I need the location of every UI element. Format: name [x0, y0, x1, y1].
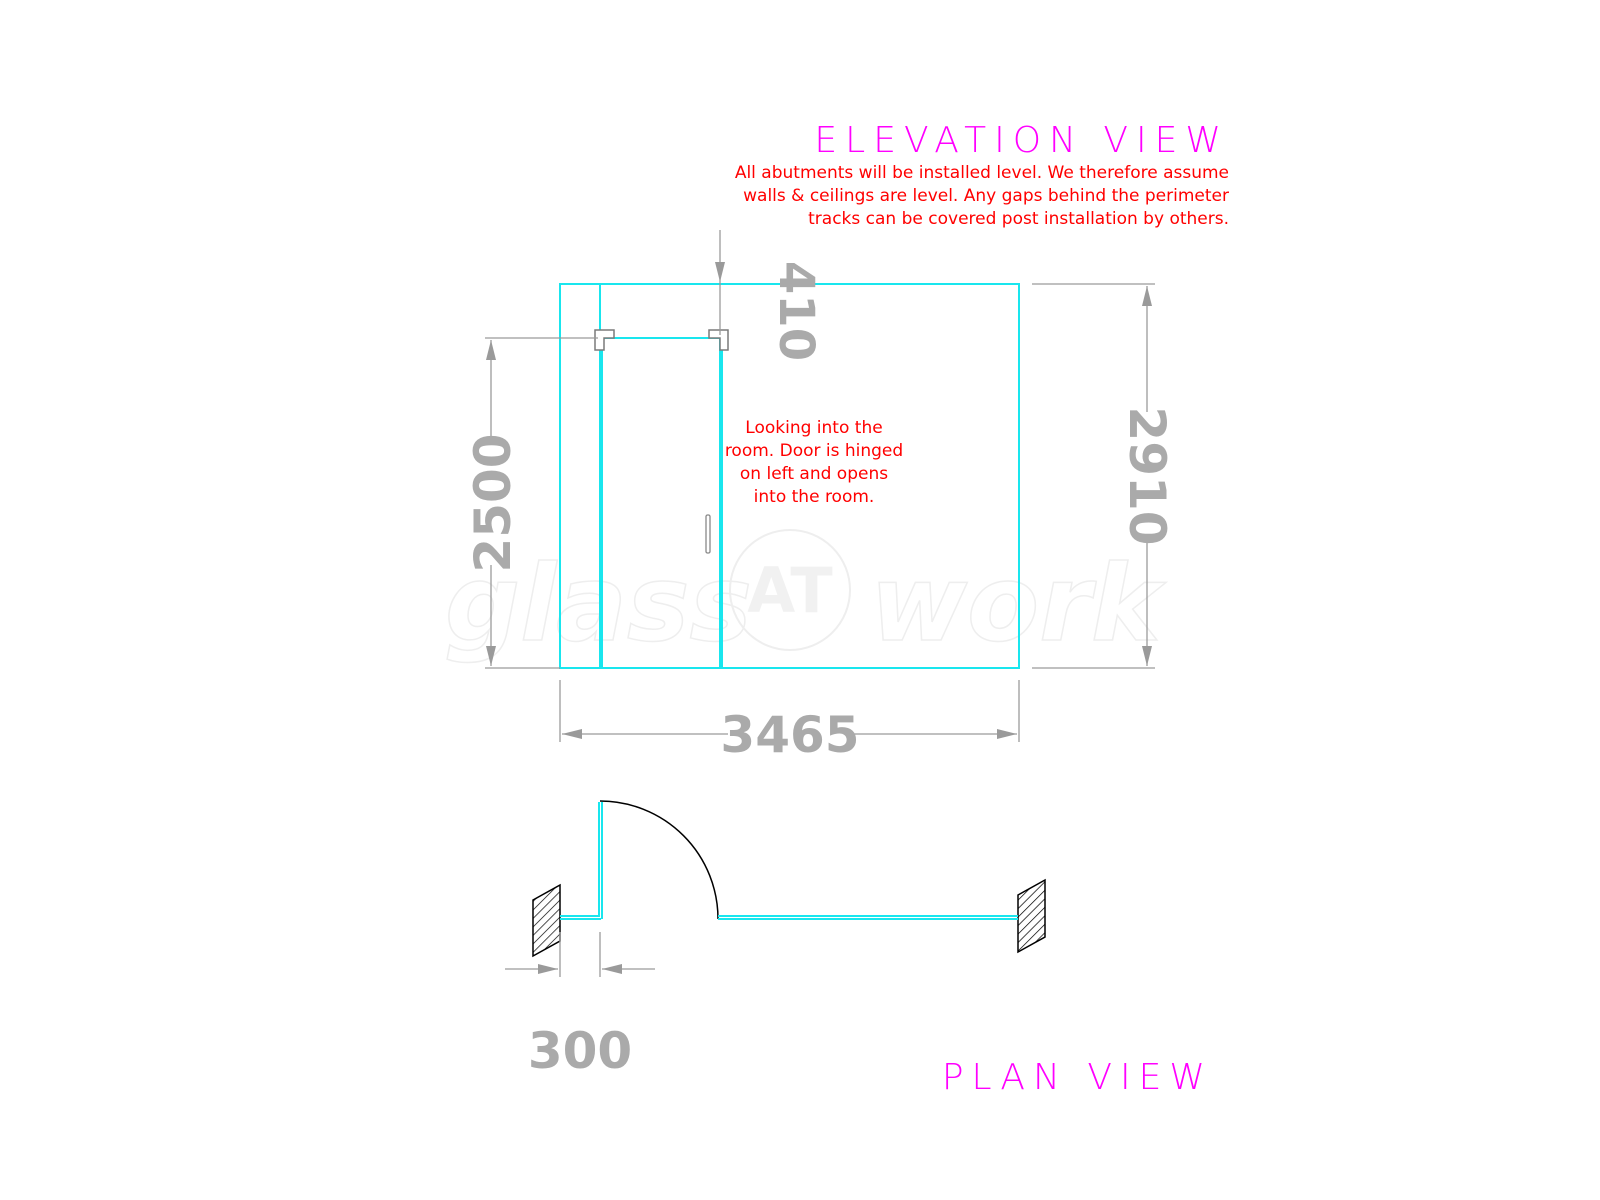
door-note-line-3: on left and opens [740, 464, 888, 484]
door-note-line-1: Looking into the [745, 418, 882, 438]
dimension-410-label: 410 [768, 261, 824, 361]
dimension-2910: 2910 [1032, 283, 1176, 669]
hinge-left-icon [594, 329, 615, 351]
glass-frame [559, 283, 1020, 669]
dimension-410: 410 [715, 230, 824, 361]
wall-left-icon [532, 883, 561, 958]
hinge-right-icon [708, 329, 729, 351]
watermark-center: AT [747, 554, 832, 627]
plan-title: PLAN VIEW [942, 1057, 1213, 1098]
wall-right-icon [1017, 878, 1046, 954]
plan-view-drawing [532, 800, 1046, 958]
dimension-300-label: 300 [528, 1022, 632, 1080]
door-swing-arc [599, 800, 719, 920]
elevation-note-line-1: All abutments will be installed level. W… [735, 163, 1229, 183]
watermark-left: glass [445, 543, 752, 665]
watermark-circle [729, 529, 851, 651]
elevation-title: ELEVATION VIEW [814, 120, 1229, 161]
dimension-3465: 3465 [559, 680, 1020, 764]
dimension-3465-label: 3465 [720, 706, 859, 764]
dimension-300: 300 [505, 932, 655, 1080]
watermark: glass AT work [444, 529, 1168, 666]
elevation-note-line-2: walls & ceilings are level. Any gaps beh… [743, 186, 1229, 206]
dimension-2910-label: 2910 [1118, 406, 1176, 545]
dimension-2500: 2500 [464, 337, 598, 669]
elevation-note-line-3: tracks can be covered post installation … [808, 209, 1229, 229]
door-handle-icon [705, 514, 711, 554]
door-note-line-2: room. Door is hinged [725, 441, 903, 461]
door-note-line-4: into the room. [754, 487, 875, 507]
dimension-2500-label: 2500 [464, 433, 522, 572]
